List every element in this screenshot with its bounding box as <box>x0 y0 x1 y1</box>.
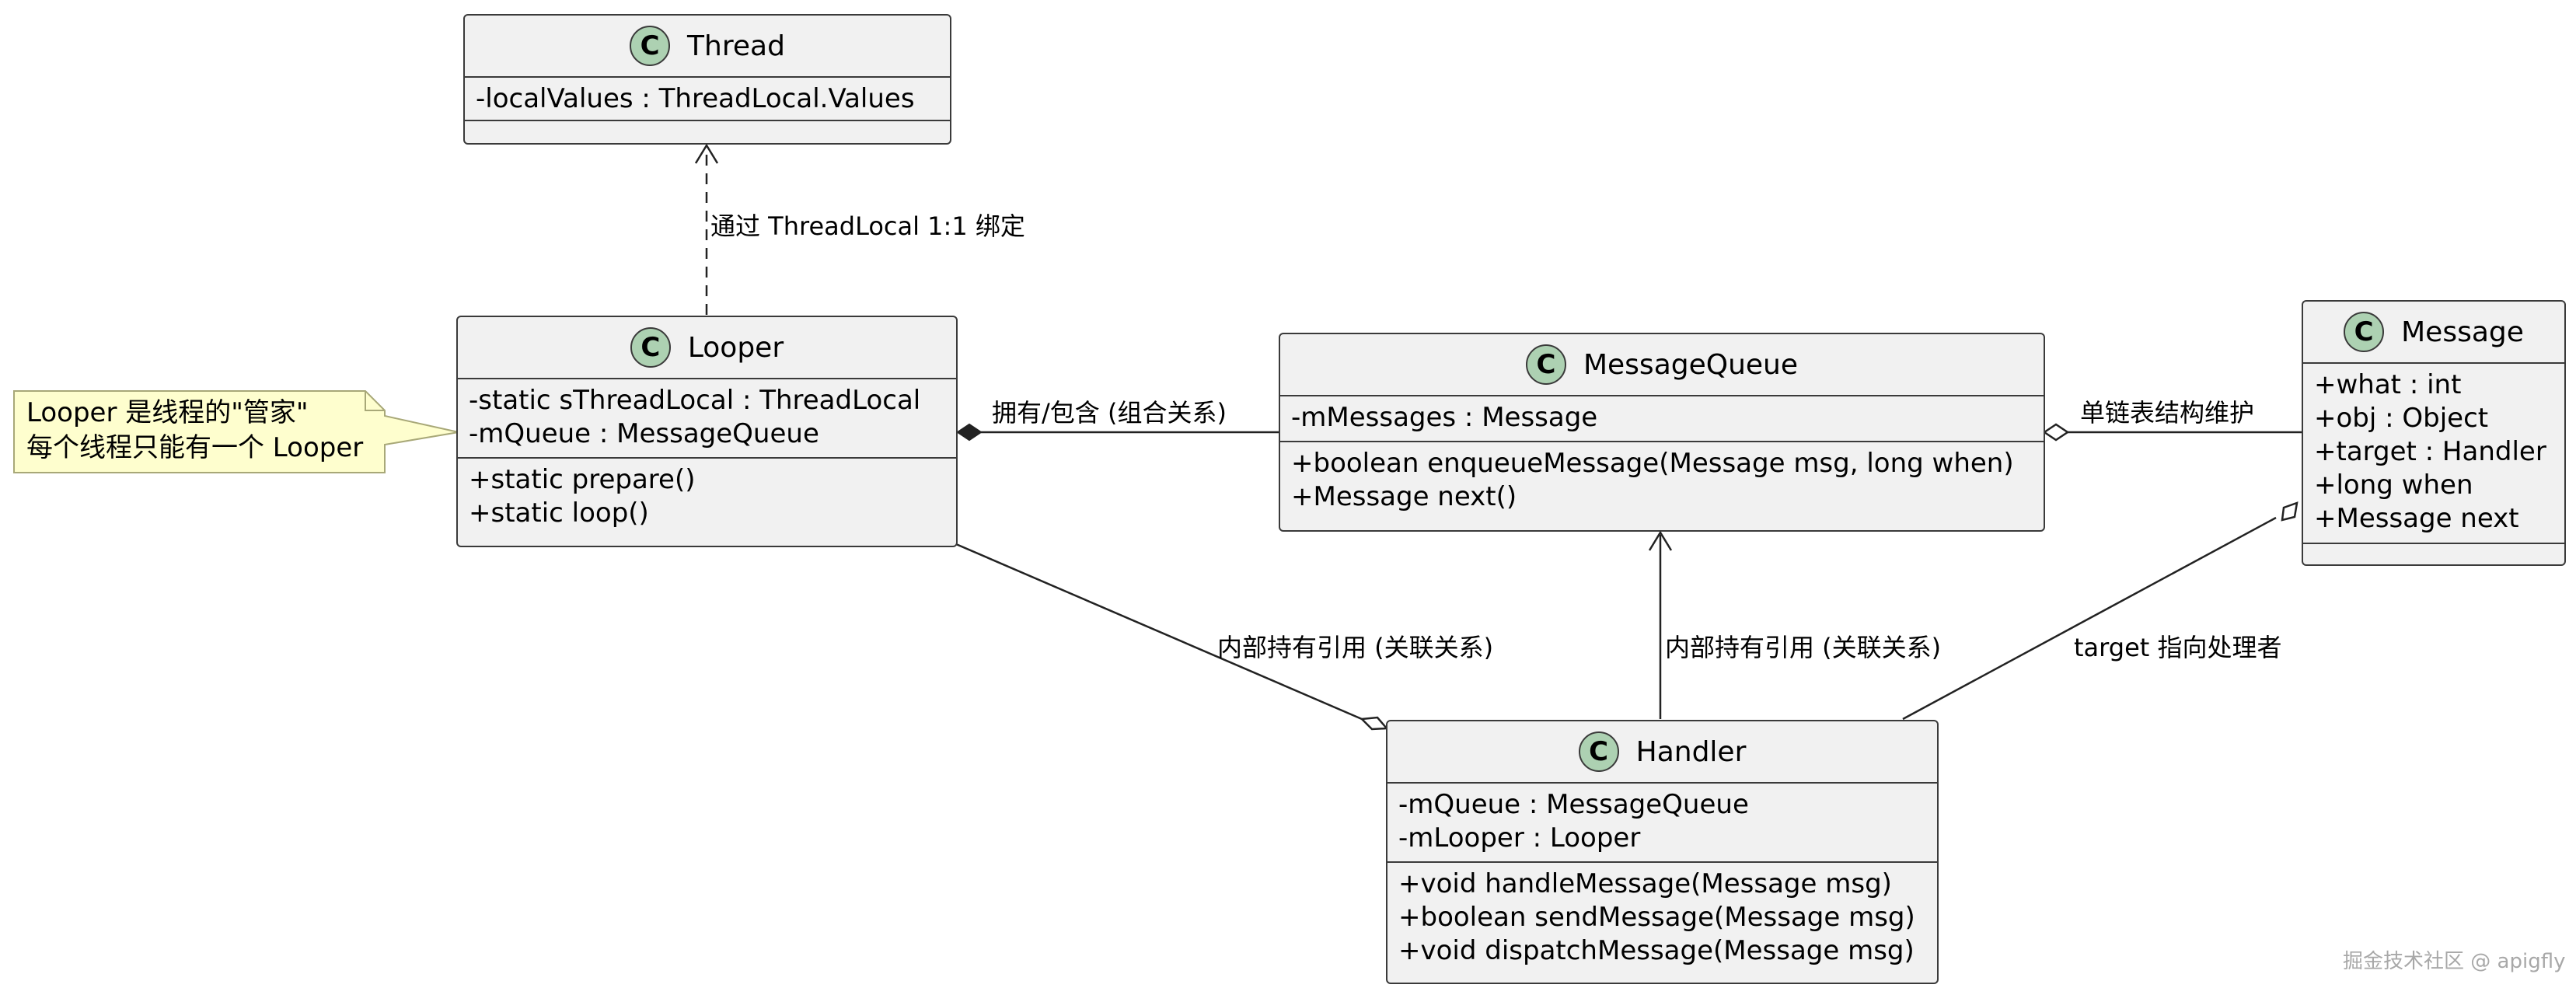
label-handler-looper: 内部持有引用 (关联关系) <box>1217 633 1494 662</box>
note-looper: Looper 是线程的"管家" 每个线程只能有一个 Looper <box>16 393 384 472</box>
method: +void handleMessage(Message msg) <box>1398 868 1892 899</box>
class-message[interactable]: C Message +what : int +obj : Object +tar… <box>2302 300 2566 566</box>
methods-section: +void handleMessage(Message msg) +boolea… <box>1387 863 1937 974</box>
label-queue-message: 单链表结构维护 <box>2080 398 2255 428</box>
hollow-diamond <box>2042 423 2070 442</box>
label-looper-queue: 拥有/包含 (组合关系) <box>992 398 1227 428</box>
watermark: 掘金技术社区 @ apigfly <box>2343 950 2566 973</box>
class-header: C Handler <box>1387 721 1937 784</box>
class-icon: C <box>2344 312 2385 352</box>
class-icon: C <box>630 26 671 66</box>
open-arrow-head <box>1648 530 1673 551</box>
field: +obj : Object <box>2314 403 2489 434</box>
field: -static sThreadLocal : ThreadLocal <box>469 385 921 416</box>
method: +void dispatchMessage(Message msg) <box>1398 935 1915 966</box>
class-icon: C <box>630 327 671 368</box>
class-name: Message <box>2401 316 2524 348</box>
class-looper[interactable]: C Looper -static sThreadLocal : ThreadLo… <box>456 316 958 547</box>
class-name: Looper <box>687 331 784 364</box>
methods-section <box>2303 544 2564 564</box>
class-header: C Looper <box>458 317 956 379</box>
field: -mQueue : MessageQueue <box>1398 789 1749 820</box>
class-header: C Message <box>2303 302 2564 364</box>
filled-diamond <box>956 423 983 442</box>
class-icon: C <box>1525 344 1566 385</box>
field: -localValues : ThreadLocal.Values <box>476 83 915 114</box>
method: +static prepare() <box>469 464 696 495</box>
field: -mLooper : Looper <box>1398 822 1641 854</box>
class-name: Thread <box>687 30 785 62</box>
fields-section: -mQueue : MessageQueue -mLooper : Looper <box>1387 784 1937 863</box>
class-handler[interactable]: C Handler -mQueue : MessageQueue -mLoope… <box>1386 720 1939 984</box>
method: +boolean sendMessage(Message msg) <box>1398 902 1915 933</box>
hollow-diamond <box>2281 501 2299 522</box>
field: -mQueue : MessageQueue <box>469 418 819 449</box>
field: +target : Handler <box>2314 436 2546 467</box>
method: +boolean enqueueMessage(Message msg, lon… <box>1291 448 2014 479</box>
field: +long when <box>2314 470 2473 501</box>
note-line: Looper 是线程的"管家" <box>26 397 309 428</box>
fields-section: -localValues : ThreadLocal.Values <box>465 78 950 121</box>
method: +Message next() <box>1291 481 1517 512</box>
open-arrow-head <box>694 143 719 164</box>
class-name: Handler <box>1635 735 1747 768</box>
methods-section: +boolean enqueueMessage(Message msg, lon… <box>1280 442 2044 520</box>
methods-section: +static prepare() +static loop() <box>458 459 956 536</box>
label-looper-thread: 通过 ThreadLocal 1:1 绑定 <box>710 211 1025 241</box>
hollow-diamond <box>1360 716 1389 731</box>
fields-section: -mMessages : Message <box>1280 396 2044 442</box>
label-handler-queue: 内部持有引用 (关联关系) <box>1665 633 1942 662</box>
aggregation-message-handler <box>1902 516 2277 721</box>
field: +what : int <box>2314 369 2462 400</box>
note-fold <box>365 391 385 411</box>
association-handler-looper <box>955 543 1363 721</box>
class-header: C Thread <box>465 16 950 78</box>
methods-section <box>465 121 950 141</box>
class-header: C MessageQueue <box>1280 334 2044 396</box>
fields-section: +what : int +obj : Object +target : Hand… <box>2303 364 2564 544</box>
class-icon: C <box>1578 731 1619 772</box>
note-line: 每个线程只能有一个 Looper <box>26 432 364 463</box>
method: +static loop() <box>469 498 649 529</box>
class-message-queue[interactable]: C MessageQueue -mMessages : Message +boo… <box>1279 333 2045 532</box>
field: -mMessages : Message <box>1291 402 1598 433</box>
class-thread[interactable]: C Thread -localValues : ThreadLocal.Valu… <box>463 14 951 145</box>
label-message-handler: target 指向处理者 <box>2074 633 2282 662</box>
field: +Message next <box>2314 503 2519 534</box>
fields-section: -static sThreadLocal : ThreadLocal -mQue… <box>458 379 956 459</box>
class-name: MessageQueue <box>1583 348 1799 381</box>
